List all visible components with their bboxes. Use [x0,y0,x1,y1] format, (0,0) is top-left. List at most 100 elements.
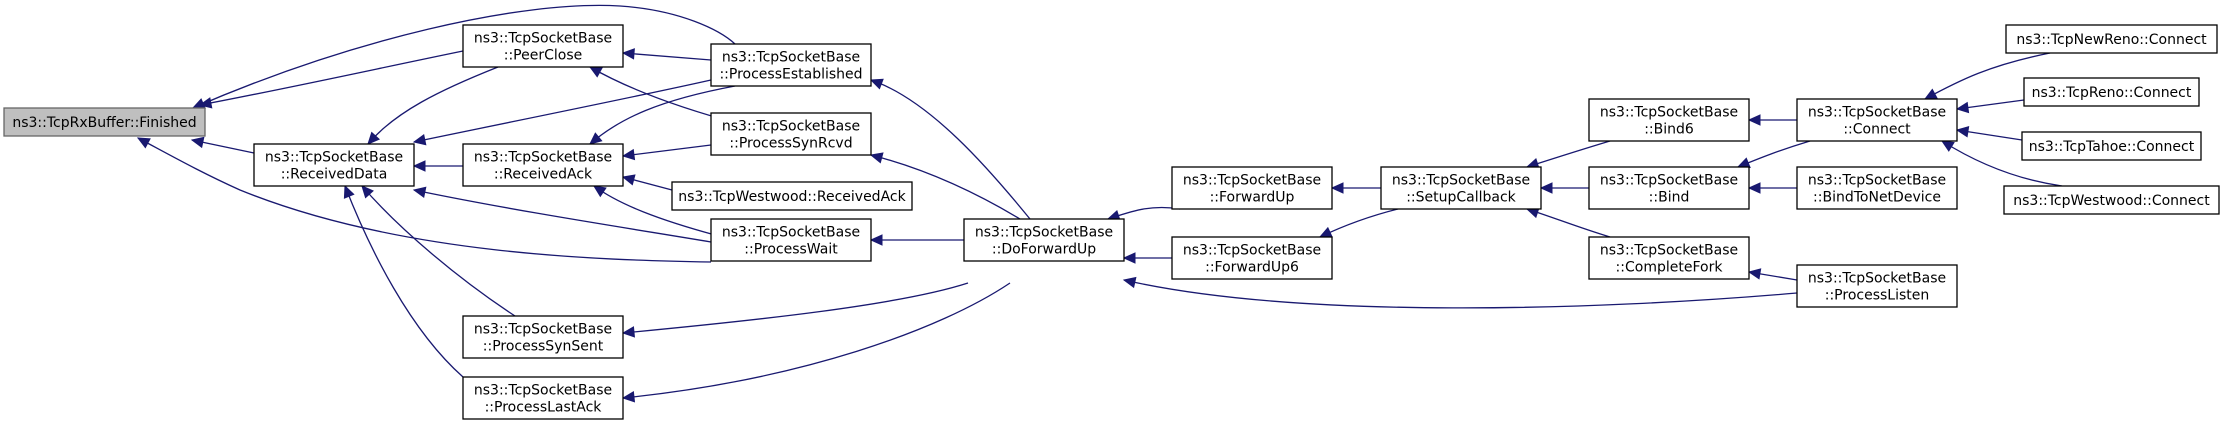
node-receiveddata[interactable]: ns3::TcpSocketBase::ReceivedData [253,143,415,187]
edge-line [413,79,712,143]
edge-processestablished-doforwardup [869,78,1031,220]
node-label-line: ns3::TcpSocketBase [1600,105,1738,121]
arrowhead-icon [1747,182,1761,194]
edge-receiveddata-peerclose [367,66,499,145]
node-label-line: ns3::TcpSocketBase [1392,173,1530,189]
node-label-line: ::ReceivedAck [494,167,593,183]
node-box [462,376,624,420]
edge-setupcallback-completefork [1525,207,1611,238]
node-label-line: ns3::TcpSocketBase [474,150,612,166]
node-westwood_connect[interactable]: ns3::TcpWestwood::Connect [2003,185,2220,215]
node-label-line: ::ReceivedData [281,167,388,183]
edge-finished-processwait [136,137,712,263]
node-label-line: ns3::TcpSocketBase [1808,271,1946,287]
edge-line [1941,140,2063,187]
node-label-line: ns3::TcpWestwood::Connect [2013,193,2210,209]
node-label-line: ::ProcessLastAck [485,400,603,416]
node-box [963,218,1125,262]
node-box [1380,166,1542,210]
node-completefork[interactable]: ns3::TcpSocketBase::CompleteFork [1588,236,1750,280]
node-receivedack[interactable]: ns3::TcpSocketBase::ReceivedAck [462,143,624,187]
node-processsynrcvd[interactable]: ns3::TcpSocketBase::ProcessSynRcvd [710,112,872,156]
arrowhead-icon [1318,226,1333,238]
node-box [2023,77,2200,107]
edges-layer [136,4,2063,403]
node-bind[interactable]: ns3::TcpSocketBase::Bind [1588,166,1750,210]
node-processlastack[interactable]: ns3::TcpSocketBase::ProcessLastAck [462,376,624,420]
node-processwait[interactable]: ns3::TcpSocketBase::ProcessWait [710,218,872,262]
edge-receivedack-processestablished [589,85,736,145]
node-tahoe_connect[interactable]: ns3::TcpTahoe::Connect [2021,131,2202,161]
node-bindtonetdevice[interactable]: ns3::TcpSocketBase::BindToNetDevice [1796,166,1958,210]
node-label-line: ns3::TcpSocketBase [1808,105,1946,121]
arrowhead-icon [869,78,884,90]
arrowhead-icon [136,137,151,149]
node-label-line: ::BindToNetDevice [1813,190,1941,206]
node-box [462,24,624,68]
node-box [710,43,872,87]
node-reno_connect[interactable]: ns3::TcpReno::Connect [2023,77,2200,107]
node-label-line: ns3::TcpSocketBase [474,383,612,399]
edge-line [1319,208,1399,238]
node-peerclose[interactable]: ns3::TcpSocketBase::PeerClose [462,24,624,68]
edge-line [413,189,712,243]
node-setupcallback[interactable]: ns3::TcpSocketBase::SetupCallback [1380,166,1542,210]
node-box [462,315,624,359]
arrowhead-icon [1955,126,1970,138]
node-processsynsent[interactable]: ns3::TcpSocketBase::ProcessSynSent [462,315,624,359]
node-label-line: ns3::TcpSocketBase [975,225,1113,241]
edge-processsynsent-doforwardup [621,282,969,338]
edge-line [361,185,516,317]
edge-receivedack-processwait [593,185,716,236]
node-label-line: ns3::TcpSocketBase [1600,243,1738,259]
arrowhead-icon [190,136,205,149]
arrowhead-icon [1747,114,1761,126]
node-doforwardup[interactable]: ns3::TcpSocketBase::DoForwardUp [963,218,1125,262]
node-westwood_receivedack[interactable]: ns3::TcpWestwood::ReceivedAck [671,181,913,211]
node-box [1171,236,1333,280]
node-label-line: ::ForwardUp [1210,190,1295,206]
node-newreno_connect[interactable]: ns3::TcpNewReno::Connect [2005,24,2218,54]
node-box [710,112,872,156]
edge-line [344,185,464,378]
arrowhead-icon [593,185,607,198]
arrowhead-icon [412,186,427,198]
node-processestablished[interactable]: ns3::TcpSocketBase::ProcessEstablished [710,43,872,87]
arrowhead-icon [621,148,636,161]
arrowhead-icon [869,152,884,164]
node-label-line: ns3::TcpSocketBase [1183,173,1321,189]
arrowhead-icon [1955,101,1970,114]
node-label-line: ::ProcessListen [1825,288,1930,304]
edge-receivedack-processsynrcvd [621,144,712,161]
edge-receiveddata-receivedack [412,160,463,172]
edge-receiveddata-processsynsent [361,185,516,317]
arrowhead-icon [1539,182,1553,194]
node-connect[interactable]: ns3::TcpSocketBase::Connect [1796,98,1958,142]
node-forwardup[interactable]: ns3::TcpSocketBase::ForwardUp [1171,166,1333,210]
arrowhead-icon [621,326,635,338]
arrowhead-icon [1747,268,1762,280]
arrowhead-icon [412,134,427,146]
node-label-line: ns3::TcpSocketBase [722,119,860,135]
node-processlisten[interactable]: ns3::TcpSocketBase::ProcessListen [1796,264,1958,308]
arrowhead-icon [1736,157,1751,169]
edge-line [1123,279,1798,309]
edge-forwardup-setupcallback [1330,182,1381,194]
edge-line [870,154,1021,220]
node-label-line: ::ForwardUp6 [1205,260,1299,276]
arrowhead-icon [621,174,636,186]
arrowhead-icon [1923,88,1938,100]
edge-line [622,282,969,334]
node-bind6[interactable]: ns3::TcpSocketBase::Bind6 [1588,98,1750,142]
node-label-line: ::DoForwardUp [992,242,1096,258]
edge-receiveddata-processestablished [412,79,712,146]
node-box [1796,166,1958,210]
edge-connect-westwood_connect [1940,140,2063,187]
node-label-line: ::PeerClose [504,48,583,64]
edge-processsynrcvd-doforwardup [869,152,1021,220]
node-label-line: ::ProcessSynSent [483,339,604,355]
edge-line [192,4,736,109]
node-forwardup6[interactable]: ns3::TcpSocketBase::ForwardUp6 [1171,236,1333,280]
edge-setupcallback-bind6 [1525,140,1611,169]
node-box [1588,166,1750,210]
